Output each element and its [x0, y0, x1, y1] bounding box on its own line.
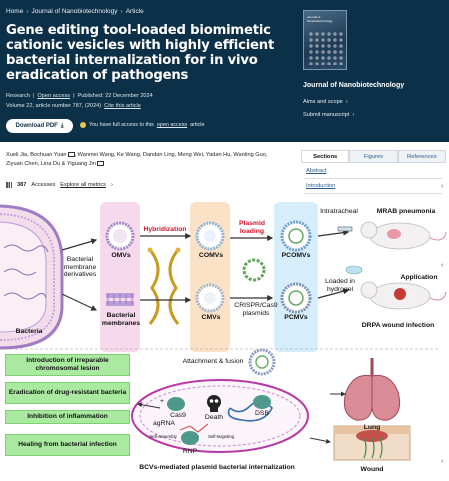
self-assembly-label: Self-assembly — [149, 434, 177, 439]
metrics-bar: 387 Accesses Explore all metrics › — [6, 182, 113, 188]
email-icon[interactable] — [96, 161, 104, 167]
author-list: Xueli Jia, Bochuan Yuan , Wanmei Wang, Ke… — [6, 151, 296, 169]
bacterium-illustration — [0, 204, 64, 350]
lung-label: Lung — [363, 424, 381, 431]
dsb-label: DSB — [255, 410, 269, 417]
omvs-label: OMVs — [111, 252, 131, 259]
death-label: Death — [204, 414, 224, 421]
accesses-label: Accesses — [31, 182, 56, 188]
cover-pattern — [308, 31, 344, 65]
download-pdf-label: Download PDF — [15, 123, 58, 129]
pcmvs-label: PCMVs — [284, 314, 308, 321]
divider — [304, 193, 442, 194]
bar-chart-icon — [6, 182, 12, 188]
mouse-wound-illustration — [360, 281, 447, 310]
pcomvs-label: PCOMVs — [281, 252, 311, 259]
chevron-right-icon: › — [345, 99, 348, 105]
mouse-pneumonia-illustration — [360, 221, 447, 250]
sidebar-tabs: Sections Figures References — [301, 150, 446, 163]
rnp-label: RNP — [182, 448, 198, 455]
tab-sections[interactable]: Sections — [301, 150, 350, 162]
chevron-right-icon: › — [352, 112, 355, 118]
hybridization-label: Hybridization — [143, 226, 187, 233]
breadcrumb-home[interactable]: Home — [6, 8, 24, 15]
cas9-label: Cas9 — [170, 412, 186, 419]
agrna-label: agRNA — [153, 420, 175, 427]
attachment-label: Attachment & fusion — [182, 358, 244, 365]
chevron-left-icon[interactable]: ‹ — [441, 458, 444, 465]
death-skull-icon — [207, 395, 221, 412]
plasmid-loading-label: Plasmid loading — [238, 220, 266, 235]
cover-title: Journal of Nanobiotechnology — [307, 15, 333, 23]
published-date: Published: 22 December 2024 — [77, 93, 153, 99]
chevron-right-icon: › — [110, 182, 113, 188]
breadcrumb-article: Article — [125, 8, 144, 15]
authors-first[interactable]: Xueli Jia, Bochuan Yuan — [6, 152, 67, 158]
download-pdf-button[interactable]: Download PDF ⤓ — [6, 119, 73, 133]
plus-label: + — [160, 398, 164, 405]
tab-references[interactable]: References — [397, 150, 446, 162]
intratracheal-label: Intratracheal — [320, 208, 358, 215]
cite-article-link[interactable]: Cite this article — [104, 103, 141, 109]
authors-line2[interactable]: Ziyuan Chen, Lina Du & Yiguang Jin — [6, 161, 96, 167]
outcome-box-healing: Healing from bacterial infection — [5, 434, 130, 456]
breadcrumb-separator: › — [120, 8, 123, 15]
wound-label: Wound — [360, 466, 384, 473]
bacteria-label: Bacteria — [15, 328, 43, 335]
outcome-box-lesion: Introduction of irreparable chromosomal … — [5, 354, 130, 376]
crispr-label: CRISPR/Cas9 plasmids — [234, 302, 278, 317]
explore-metrics-link[interactable]: Explore all metrics — [60, 182, 106, 188]
cmvs-label: CMVs — [201, 314, 221, 321]
article-header: Home › Journal of Nanobiotechnology › Ar… — [0, 0, 449, 142]
article-type: Research — [6, 93, 30, 99]
internalization-label: BCVs-mediated plasmid bacterial internal… — [139, 464, 295, 471]
article-meta: Research | Open access | Published: 22 D… — [6, 93, 153, 99]
self-targeting-label: Self-targeting — [207, 434, 235, 439]
authors-rest[interactable]: , Wanmei Wang, Ke Wang, Dandan Ling, Men… — [74, 152, 268, 158]
download-icon: ⤓ — [60, 122, 64, 129]
open-access-link[interactable]: Open access — [37, 93, 71, 99]
email-icon[interactable] — [67, 152, 75, 158]
article-title: Gene editing tool-loaded biomimetic cati… — [6, 23, 275, 83]
tab-figures[interactable]: Figures — [349, 150, 398, 162]
breadcrumb-journal[interactable]: Journal of Nanobiotechnology — [31, 8, 118, 15]
access-open-access-link[interactable]: open access — [156, 122, 188, 128]
journal-name-link[interactable]: Journal of Nanobiotechnology — [303, 82, 405, 89]
comvs-label: COMVs — [198, 252, 224, 259]
chevron-left-icon[interactable]: ‹ — [441, 183, 444, 190]
journal-cover[interactable]: Journal of Nanobiotechnology — [303, 10, 347, 70]
submit-manuscript-link[interactable]: Submit manuscript› — [303, 112, 355, 118]
breadcrumb-separator: › — [26, 8, 29, 15]
lung-illustration — [343, 358, 401, 421]
open-access-lock-icon — [80, 122, 86, 128]
accesses-count: 387 — [17, 182, 27, 188]
breadcrumb: Home › Journal of Nanobiotechnology › Ar… — [6, 8, 144, 15]
hybridization-lipid — [147, 247, 181, 325]
derivatives-label: Bacterial membrane derivatives — [63, 256, 97, 279]
bacterial-membranes-label: Bacterial membranes — [101, 312, 141, 327]
access-note: You have full access to this open access… — [80, 122, 205, 128]
divider — [304, 178, 442, 179]
graphical-abstract[interactable]: Bacteria Bacterial membrane derivatives … — [0, 198, 449, 481]
loaded-hydrogel-label: Loaded in hydrogel — [325, 278, 355, 293]
mrab-label: MRAB pneumonia — [376, 208, 436, 215]
drpa-label: DRPA wound infection — [361, 322, 435, 329]
wound-illustration — [333, 425, 411, 461]
outcome-box-eradication: Eradication of drug-resistant bacteria — [5, 382, 130, 404]
application-label: Application — [400, 274, 438, 281]
toc-item-introduction[interactable]: Introduction — [306, 183, 336, 189]
toc-item-abstract[interactable]: Abstract — [306, 168, 327, 174]
membrane-fragments — [106, 293, 134, 306]
outcome-box-inflammation: Inhibition of inflammation — [5, 410, 130, 424]
aims-scope-link[interactable]: Aims and scope› — [303, 99, 348, 105]
chevron-left-icon[interactable]: ‹ — [441, 262, 444, 269]
volume-info: Volume 22, article number 787, (2024) — [6, 103, 102, 109]
figure-artwork — [0, 202, 447, 461]
article-volume: Volume 22, article number 787, (2024) Ci… — [6, 103, 141, 109]
